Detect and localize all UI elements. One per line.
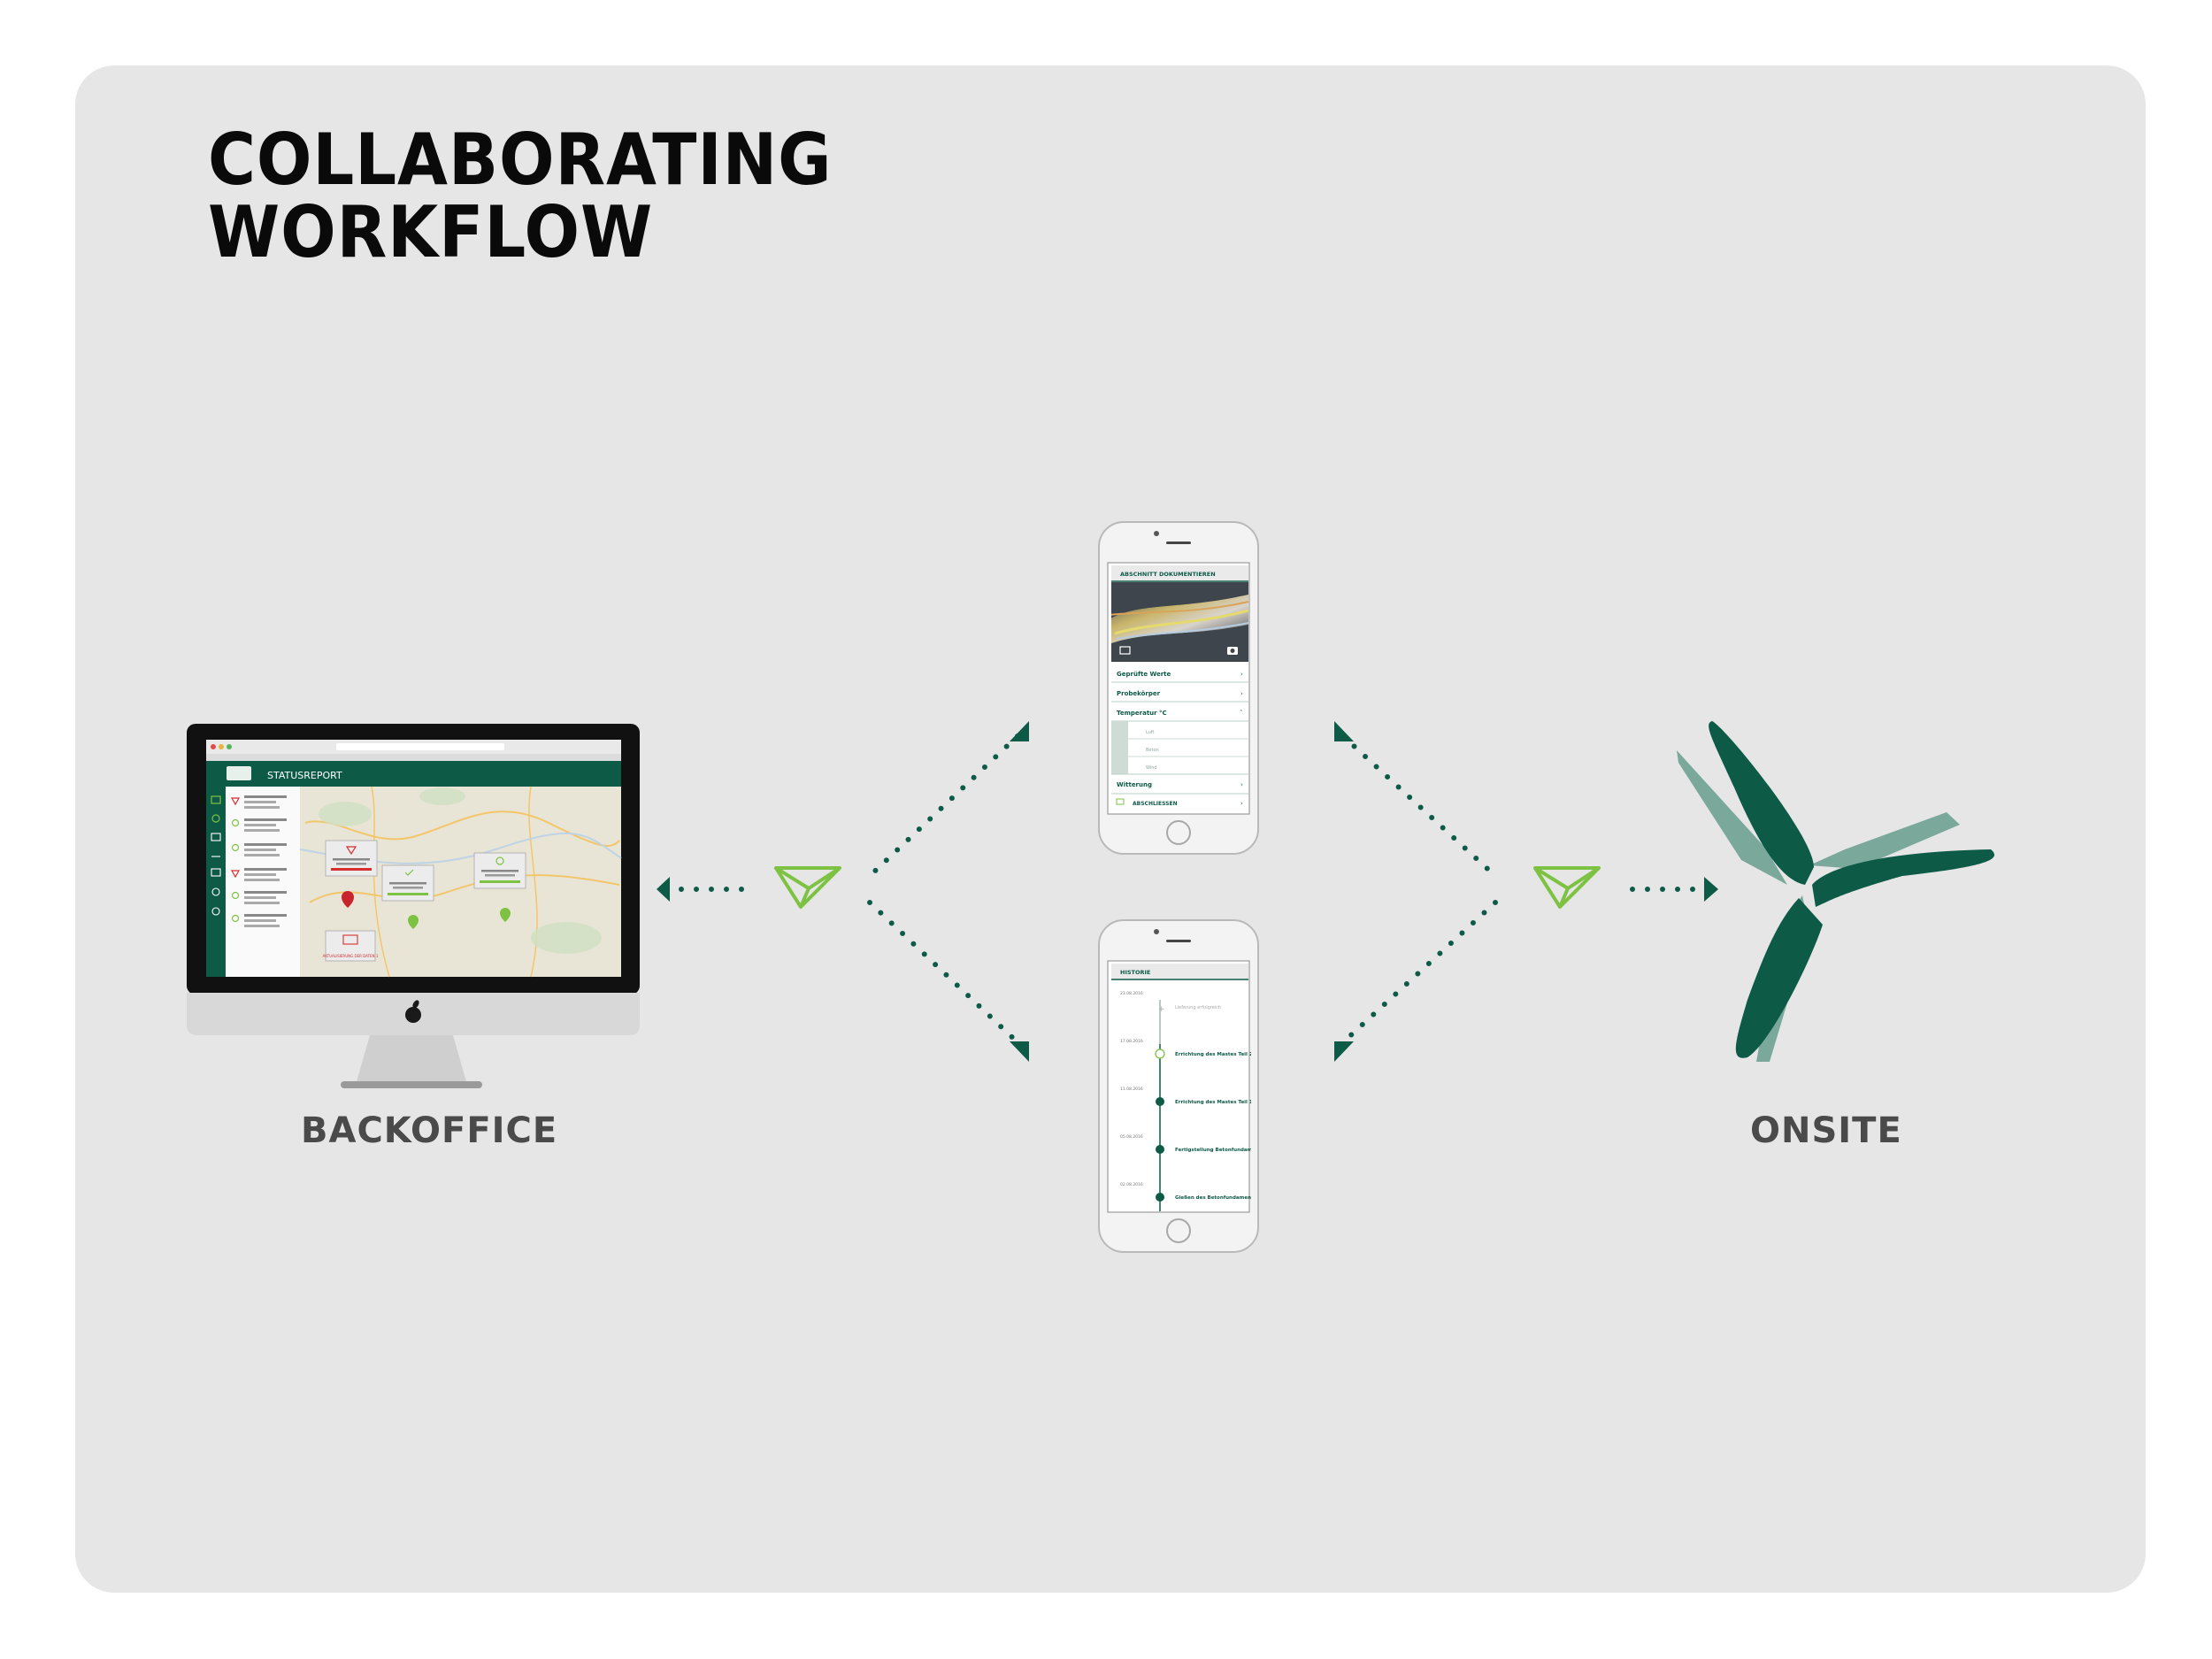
sidebar-icon-user[interactable] <box>211 887 220 896</box>
connector-dots <box>676 733 1697 1045</box>
arrow-icon <box>1334 721 1354 741</box>
svg-text:Lieferung erfolgreich: Lieferung erfolgreich <box>1175 1005 1221 1010</box>
paper-plane-icon <box>774 866 841 909</box>
timeline-event[interactable]: 11.08.2016 Errichtung des Mastes Teil 1 <box>1120 1087 1253 1106</box>
screen-header <box>1111 565 1248 581</box>
sidebar-icon-camera[interactable] <box>211 833 221 841</box>
timeline-event[interactable]: 23.08.2016 + Lieferung erfolgreich <box>1120 991 1221 1014</box>
timeline-event[interactable]: 02.08.2016 Gießen des Betonfundaments <box>1120 1182 1257 1202</box>
monitor-foot <box>341 1081 482 1088</box>
truck-icon <box>227 766 251 780</box>
phone-home-button[interactable] <box>1166 820 1191 845</box>
sidebar-icon-truck[interactable] <box>211 868 221 877</box>
list-item-ok-icon <box>231 818 240 827</box>
subrow-wind[interactable]: Wind <box>1109 765 1248 775</box>
temperature-subrow-indent <box>1111 721 1128 774</box>
dots-right-upper <box>1340 733 1498 879</box>
camera-icon[interactable] <box>1227 647 1238 655</box>
phone-speaker <box>1166 940 1191 942</box>
title-line-1: COLLABORATING <box>208 119 833 201</box>
dots-left-lower <box>867 900 1020 1045</box>
svg-text:Geprüfte Werte: Geprüfte Werte <box>1117 671 1171 678</box>
timeline-event[interactable]: 05.08.2016 Fertigstellung Betonfundament… <box>1120 1134 1265 1154</box>
project-list <box>226 787 300 977</box>
map-pin-ok[interactable] <box>408 915 419 929</box>
map-pin-alert[interactable] <box>342 891 354 908</box>
svg-text:Wind: Wind <box>1146 765 1157 771</box>
page-title: COLLABORATING WORKFLOW <box>208 124 832 269</box>
svg-text:02.08.2016: 02.08.2016 <box>1120 1182 1143 1187</box>
screen-header <box>1111 964 1248 979</box>
svg-text:›: › <box>1240 800 1243 807</box>
svg-text:›: › <box>1240 690 1243 697</box>
svg-text:Gießen des Betonfundaments: Gießen des Betonfundaments <box>1175 1195 1257 1201</box>
arrow-icon <box>1010 721 1029 741</box>
svg-text:17.08.2016: 17.08.2016 <box>1120 1039 1143 1044</box>
svg-text:Errichtung des Mastes Teil 1: Errichtung des Mastes Teil 1 <box>1175 1100 1253 1105</box>
subrow-concrete[interactable]: Beton <box>1128 748 1248 757</box>
map-pin-progress[interactable] <box>500 908 511 922</box>
svg-text:05.08.2016: 05.08.2016 <box>1120 1134 1143 1140</box>
status-map[interactable]: AKTUALISIERUNG DER DATEN 1 <box>299 786 622 978</box>
sidebar-icon-list[interactable] <box>211 795 221 804</box>
svg-text:23.08.2016: 23.08.2016 <box>1120 991 1143 996</box>
row-test-specimen[interactable]: Probekörper › <box>1109 690 1248 703</box>
svg-text:Beton: Beton <box>1146 748 1159 753</box>
arrow-icon <box>1010 1041 1029 1062</box>
row-weather[interactable]: Witterung › <box>1109 781 1248 795</box>
phone-home-button[interactable] <box>1166 1218 1191 1243</box>
dots-left-upper <box>867 733 1020 879</box>
dots-right-lower <box>1340 900 1498 1045</box>
svg-text:Luft: Luft <box>1146 730 1155 735</box>
svg-text:+: + <box>1158 1005 1165 1014</box>
row-temperature[interactable]: Temperatur °C ˆ <box>1109 710 1248 722</box>
desktop-screen: STATUSREPORT <box>206 740 622 978</box>
backoffice-label: BACKOFFICE <box>301 1110 558 1151</box>
arrow-heads <box>657 721 1718 1062</box>
svg-text:Probekörper: Probekörper <box>1117 690 1161 697</box>
arrow-icon <box>657 877 670 902</box>
map-alert-text: AKTUALISIERUNG DER DATEN 1 <box>323 954 379 958</box>
arrow-icon <box>1704 877 1718 902</box>
browser-address-bar <box>336 743 504 750</box>
svg-text:›: › <box>1240 781 1243 788</box>
wind-turbine-icon <box>1677 721 1995 1062</box>
phone-speaker <box>1166 541 1191 544</box>
gallery-icon[interactable] <box>1119 646 1131 655</box>
svg-text:11.08.2016: 11.08.2016 <box>1120 1087 1143 1092</box>
desktop-monitor: STATUSREPORT <box>187 724 640 1088</box>
monitor-stand <box>356 1035 467 1085</box>
map-card-truck[interactable] <box>325 930 376 962</box>
subrow-air[interactable]: Luft <box>1128 730 1248 740</box>
apple-logo-icon <box>405 1000 421 1023</box>
browser-tabs <box>206 754 621 761</box>
arrow-icon <box>1334 1041 1354 1062</box>
phone-history: HISTORIE 23.08.2016 + Lieferung erfolgre… <box>1098 919 1265 1253</box>
app-header <box>206 761 621 787</box>
onsite-label: ONSITE <box>1750 1110 1902 1151</box>
paper-plane-icon <box>1533 866 1601 909</box>
svg-text:ABSCHLIESSEN: ABSCHLIESSEN <box>1133 801 1178 807</box>
svg-text:Errichtung des Mastes Teil 2: Errichtung des Mastes Teil 2 <box>1175 1052 1253 1057</box>
svg-text:Temperatur °C: Temperatur °C <box>1117 710 1167 717</box>
timeline-event[interactable]: 17.08.2016 Errichtung des Mastes Teil 2 <box>1120 1039 1253 1059</box>
screen-header-title: HISTORIE <box>1120 969 1150 976</box>
finish-button[interactable]: ABSCHLIESSEN › <box>1116 798 1243 807</box>
phone-documentation: ABSCHNITT DOKUMENTIEREN Geprüfte Werte ›… <box>1098 521 1259 855</box>
screen-header-title: ABSCHNITT DOKUMENTIEREN <box>1120 571 1216 578</box>
app-header-title: STATUSREPORT <box>267 770 342 781</box>
svg-text:Witterung: Witterung <box>1117 781 1152 788</box>
svg-text:Fertigstellung Betonfundaments: Fertigstellung Betonfundaments <box>1175 1148 1265 1153</box>
svg-text:ˆ: ˆ <box>1240 710 1243 717</box>
sidebar-icon-status[interactable] <box>211 814 220 823</box>
title-line-2: WORKFLOW <box>208 191 654 273</box>
svg-text:›: › <box>1240 671 1243 678</box>
row-checked-values[interactable]: Geprüfte Werte › <box>1109 671 1248 683</box>
list-item-alert-icon <box>230 797 241 806</box>
project-list-items <box>230 795 287 927</box>
sidebar-icon-settings[interactable] <box>211 907 220 916</box>
